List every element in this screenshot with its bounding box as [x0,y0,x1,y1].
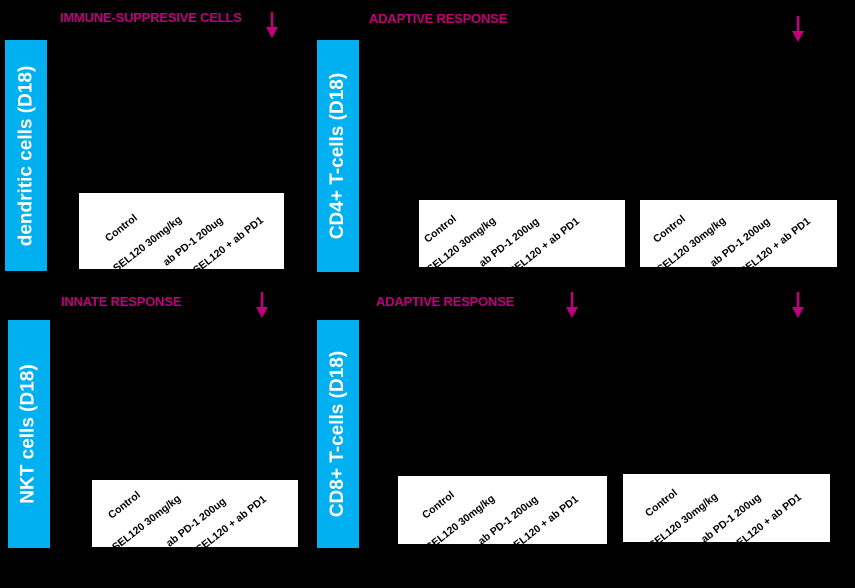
cell-label-nkt: NKT cells (D18) [8,320,50,548]
legend-box-cd4-b: Control SEL120 30mg/kg ab PD-1 200ug SEL… [640,200,837,267]
legend-box-dendritic: Control SEL120 30mg/kg ab PD-1 200ug SEL… [79,193,284,269]
legend-box-cd4-a: Control SEL120 30mg/kg ab PD-1 200ug SEL… [419,200,625,267]
cell-label-cd4: CD4+ T-cells (D18) [317,40,359,272]
legend-label-control: Control [422,213,459,246]
cell-label-text: CD4+ T-cells (D18) [327,72,349,240]
heading-immune-suppressive: IMMUNE-SUPPRESIVE CELLS [60,10,242,25]
arrow-head [792,307,804,318]
arrow-head [266,27,278,38]
legend-box-cd8-b: Control SEL120 30mg/kg ab PD-1 200ug SEL… [623,474,830,542]
legend-label-control: Control [420,489,457,522]
down-arrow-icon [566,292,578,318]
cell-label-cd8: CD8+ T-cells (D18) [317,320,359,548]
down-arrow-icon [792,292,804,318]
down-arrow-icon [256,292,268,318]
heading-innate-response: INNATE RESPONSE [61,294,182,309]
legend-box-nkt: Control SEL120 30mg/kg ab PD-1 200ug SEL… [92,480,298,547]
legend-label-control: Control [643,487,680,520]
legend-label-control: Control [106,489,143,522]
legend-label-control: Control [651,213,688,246]
heading-adaptive-response-cd8: ADAPTIVE RESPONSE [376,294,515,309]
cell-label-text: NKT cells (D18) [18,364,39,504]
cell-label-text: dendritic cells (D18) [15,65,36,246]
cell-label-dendritic: dendritic cells (D18) [5,40,47,271]
arrow-head [566,307,578,318]
cell-label-text: CD8+ T-cells (D18) [327,350,349,518]
legend-box-cd8-a: Control SEL120 30mg/kg ab PD-1 200ug SEL… [398,476,607,544]
down-arrow-icon [792,16,804,42]
arrow-head [256,307,268,318]
down-arrow-icon [266,12,278,38]
heading-adaptive-response-cd4: ADAPTIVE RESPONSE [369,11,508,26]
arrow-head [792,31,804,42]
legend-label-control: Control [103,212,140,245]
